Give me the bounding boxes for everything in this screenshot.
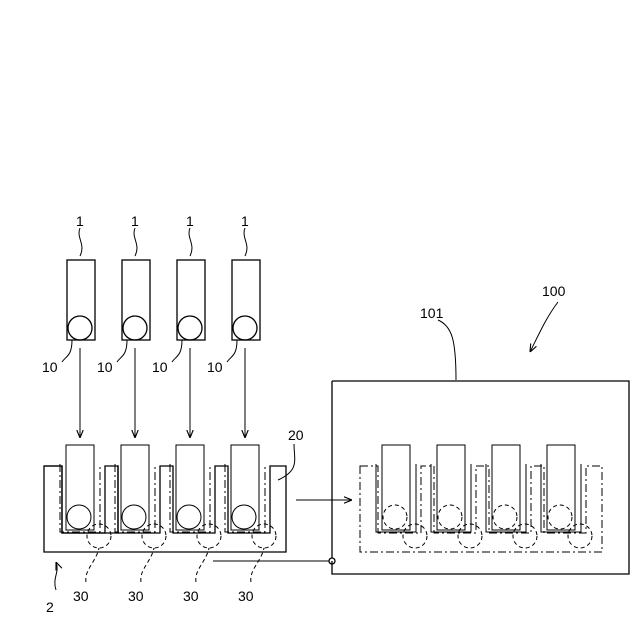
housing-leader: [438, 320, 456, 380]
reference-labels: 1 1 1 1 10 10 10 10 20 2 30 30 30 30 100…: [42, 213, 566, 615]
label-tube-1: 1: [76, 213, 84, 229]
label-tube-4: 1: [241, 213, 249, 229]
label-sample-4: 10: [207, 359, 223, 375]
label-bottom-1: 30: [73, 588, 89, 604]
rack-in-apparatus: [360, 445, 602, 552]
label-tube-2: 1: [131, 213, 139, 229]
rack-group-leader: [55, 562, 57, 590]
tube-2: [122, 260, 150, 340]
tube-row: [67, 260, 260, 340]
label-sample-3: 10: [152, 359, 168, 375]
label-tube-3: 1: [186, 213, 194, 229]
label-bottom-2: 30: [128, 588, 144, 604]
label-sample-2: 10: [97, 359, 113, 375]
apparatus-housing: [332, 381, 629, 574]
bottom-leaders: [86, 548, 264, 582]
label-bottom-4: 30: [238, 588, 254, 604]
tube-1: [67, 260, 95, 340]
tube-3: [177, 260, 205, 340]
label-bottom-3: 30: [183, 588, 199, 604]
label-sample-1: 10: [42, 359, 58, 375]
label-rack: 20: [288, 427, 304, 443]
rack: [44, 445, 286, 552]
apparatus-leader: [530, 302, 558, 352]
label-housing: 101: [420, 305, 444, 321]
label-rack-group: 2: [46, 599, 54, 615]
tube-leaders: [79, 228, 247, 256]
tube-4: [232, 260, 260, 340]
label-apparatus: 100: [542, 283, 566, 299]
